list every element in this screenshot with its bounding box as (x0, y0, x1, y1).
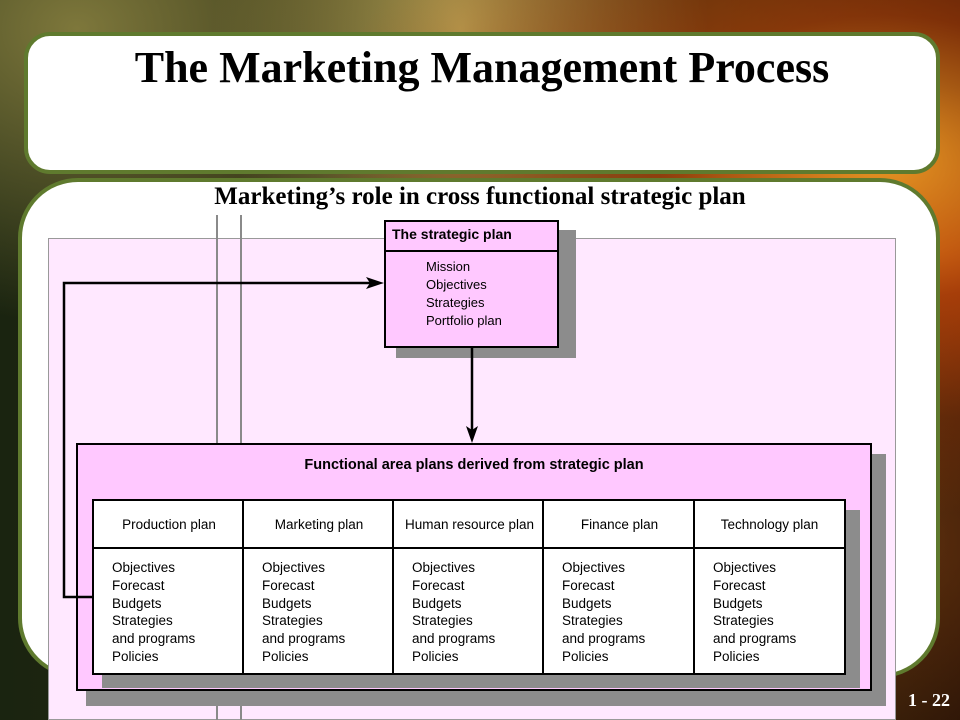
plan-item: Forecast (262, 577, 315, 593)
slide-subtitle: Marketing’s role in cross functional str… (214, 183, 746, 210)
functional-area-heading: Functional area plans derived from strat… (304, 457, 644, 473)
plan-item: Strategies (112, 613, 173, 629)
column-divider (693, 501, 695, 673)
strategic-plan-heading: The strategic plan (386, 222, 557, 252)
plan-item: Budgets (713, 595, 763, 611)
plan-item: Policies (713, 648, 760, 664)
plan-column-title: Production plan (94, 501, 244, 549)
plan-item: and programs (713, 631, 797, 647)
plan-item: Policies (262, 648, 309, 664)
plan-item: and programs (262, 631, 346, 647)
plan-item: Strategies (713, 613, 774, 629)
plan-item: Strategies (262, 613, 323, 629)
plan-item: Objectives (562, 560, 626, 575)
plan-item: Strategies (412, 613, 473, 629)
plan-column-title: Marketing plan (244, 501, 394, 549)
plan-column-title: Technology plan (695, 501, 844, 549)
slide-title: The Marketing Management Process (134, 43, 830, 92)
strategic-plan-item: Strategies (426, 295, 485, 310)
plan-item: Budgets (562, 595, 612, 611)
plan-item: Policies (112, 648, 159, 664)
plan-item: Objectives (112, 560, 176, 575)
column-divider (542, 501, 544, 673)
strategic-plan-item: Mission (426, 259, 471, 274)
plan-column-title: Human resource plan (394, 501, 545, 549)
plan-item: and programs (112, 631, 196, 647)
plan-item: Objectives (713, 560, 777, 575)
plan-item: Objectives (412, 560, 476, 575)
strategic-plan-item: Portfolio plan (426, 313, 502, 328)
plan-item: Budgets (112, 595, 162, 611)
plan-item: Policies (412, 648, 459, 664)
plan-item: Forecast (562, 577, 615, 593)
plan-item: Forecast (112, 577, 165, 593)
plan-item: and programs (412, 631, 496, 647)
plan-item: and programs (562, 631, 646, 647)
plan-item: Objectives (262, 560, 326, 575)
column-divider (392, 501, 394, 673)
title-panel: The Marketing Management Process (24, 32, 940, 174)
plan-item: Budgets (262, 595, 312, 611)
plan-item: Forecast (412, 577, 465, 593)
plan-item: Strategies (562, 613, 623, 629)
slide-number: 1 - 22 (908, 690, 950, 710)
column-divider (242, 501, 244, 673)
plan-item: Policies (562, 648, 609, 664)
plan-column-title: Finance plan (544, 501, 695, 549)
strategic-plan-item: Objectives (426, 277, 487, 292)
plan-item: Forecast (713, 577, 766, 593)
plan-item: Budgets (412, 595, 462, 611)
